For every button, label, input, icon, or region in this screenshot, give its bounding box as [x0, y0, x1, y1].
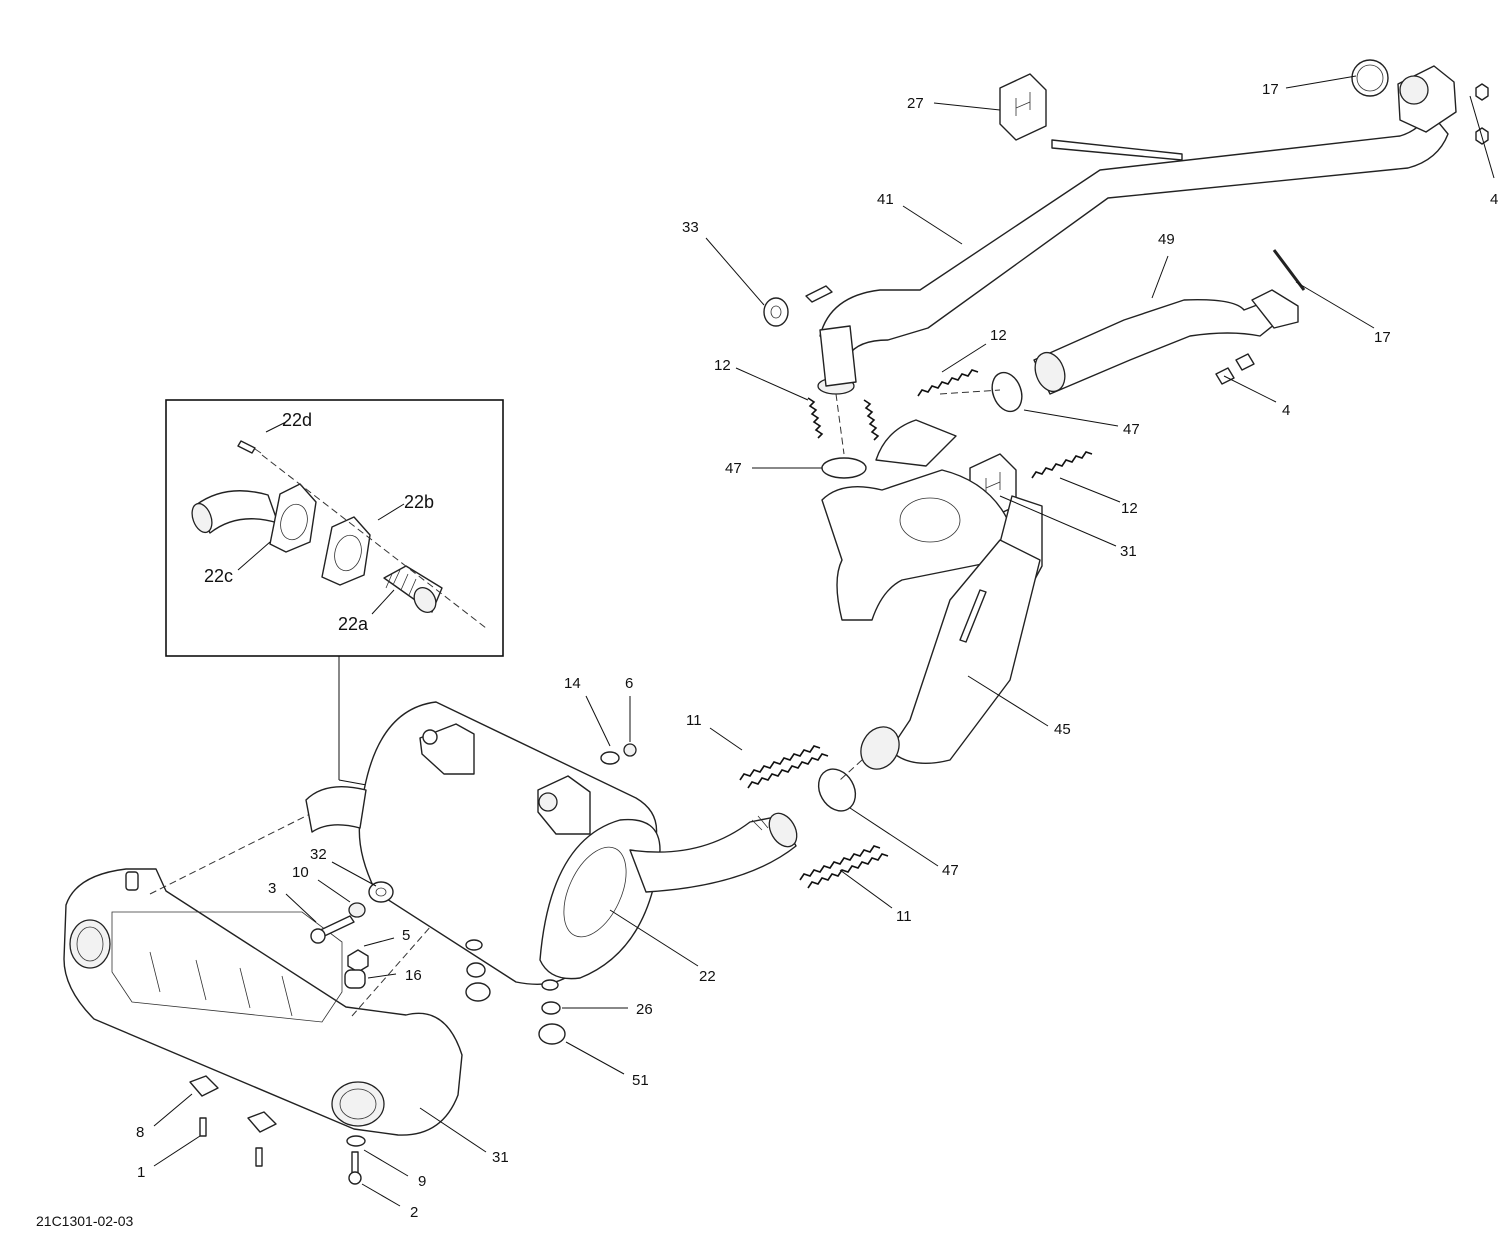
muffler-mount-hardware: [189, 881, 566, 1185]
callout-17-lower: 17: [1374, 329, 1391, 346]
callout-51: 51: [632, 1072, 649, 1089]
callout-6: 6: [625, 675, 633, 692]
callout-11-upper: 11: [686, 712, 702, 729]
callout-49: 49: [1158, 231, 1175, 248]
part-31-heat-shield: [63, 868, 463, 1136]
callout-47-lower: 47: [942, 862, 959, 879]
callout-31: 31: [492, 1149, 509, 1166]
callout-47-left: 47: [725, 460, 742, 477]
part-22d-bolt: [237, 440, 262, 454]
callout-22b: 22b: [404, 492, 434, 512]
callout-17-upper: 17: [1262, 81, 1279, 98]
callout-26: 26: [636, 1001, 653, 1018]
callout-27-lower: 31: [1120, 543, 1137, 560]
part-22-muffler: [305, 701, 798, 985]
callout-12-top: 12: [990, 327, 1007, 344]
part-22b-gasket-2: [321, 516, 371, 586]
y-pipe-catalyst: [821, 419, 1043, 770]
spring-12-top: [917, 369, 979, 397]
leader-lines: [153, 75, 1495, 1207]
callout-22c: 22c: [204, 566, 233, 586]
callout-11-lower: 11: [896, 908, 912, 925]
callout-22a: 22a: [338, 614, 369, 634]
callout-27-upper: 27: [907, 95, 924, 112]
muffler-top-hardware: [600, 743, 637, 765]
spring-11-upper: [739, 745, 829, 789]
spring-11-lower: [799, 845, 889, 889]
spring-12-right: [1031, 451, 1093, 479]
callout-labels: 27 17 4 41 33 49 17 12 12 4 47 47 12 31 …: [36, 81, 1498, 1229]
callout-4-upper: 4: [1490, 191, 1498, 208]
callout-4-lower: 4: [1282, 402, 1290, 419]
callout-8: 8: [136, 1124, 144, 1141]
inset-detail-box: [165, 399, 504, 787]
callout-10: 10: [292, 864, 309, 881]
callout-47-middle: 47: [1123, 421, 1140, 438]
ring-47-left: [821, 457, 867, 479]
spring-12-left: [807, 397, 880, 441]
callout-5: 5: [402, 927, 410, 944]
ring-47-middle: [991, 371, 1023, 413]
ring-47-lower: [817, 768, 857, 812]
part-22b-gasket-1: [269, 483, 317, 553]
drawing-code: 21C1301-02-03: [36, 1213, 134, 1229]
hanger-27-upper: [999, 73, 1047, 141]
callout-22d: 22d: [282, 410, 312, 430]
callout-12-left: 12: [714, 357, 731, 374]
callout-22: 22: [699, 968, 716, 985]
part-22a-bellows: [383, 565, 443, 613]
callout-33: 33: [682, 219, 699, 236]
part-49-header-pipe: [1033, 249, 1306, 395]
callout-2: 2: [410, 1204, 418, 1221]
callout-45: 45: [1054, 721, 1071, 738]
callout-16: 16: [405, 967, 422, 984]
callout-32: 32: [310, 846, 327, 863]
callout-14: 14: [564, 675, 581, 692]
callout-1: 1: [137, 1164, 145, 1181]
callout-3: 3: [268, 880, 276, 897]
callout-12-right: 12: [1121, 500, 1138, 517]
part-41-header-pipe: [763, 59, 1489, 395]
callout-41: 41: [877, 191, 894, 208]
callout-9: 9: [418, 1173, 426, 1190]
